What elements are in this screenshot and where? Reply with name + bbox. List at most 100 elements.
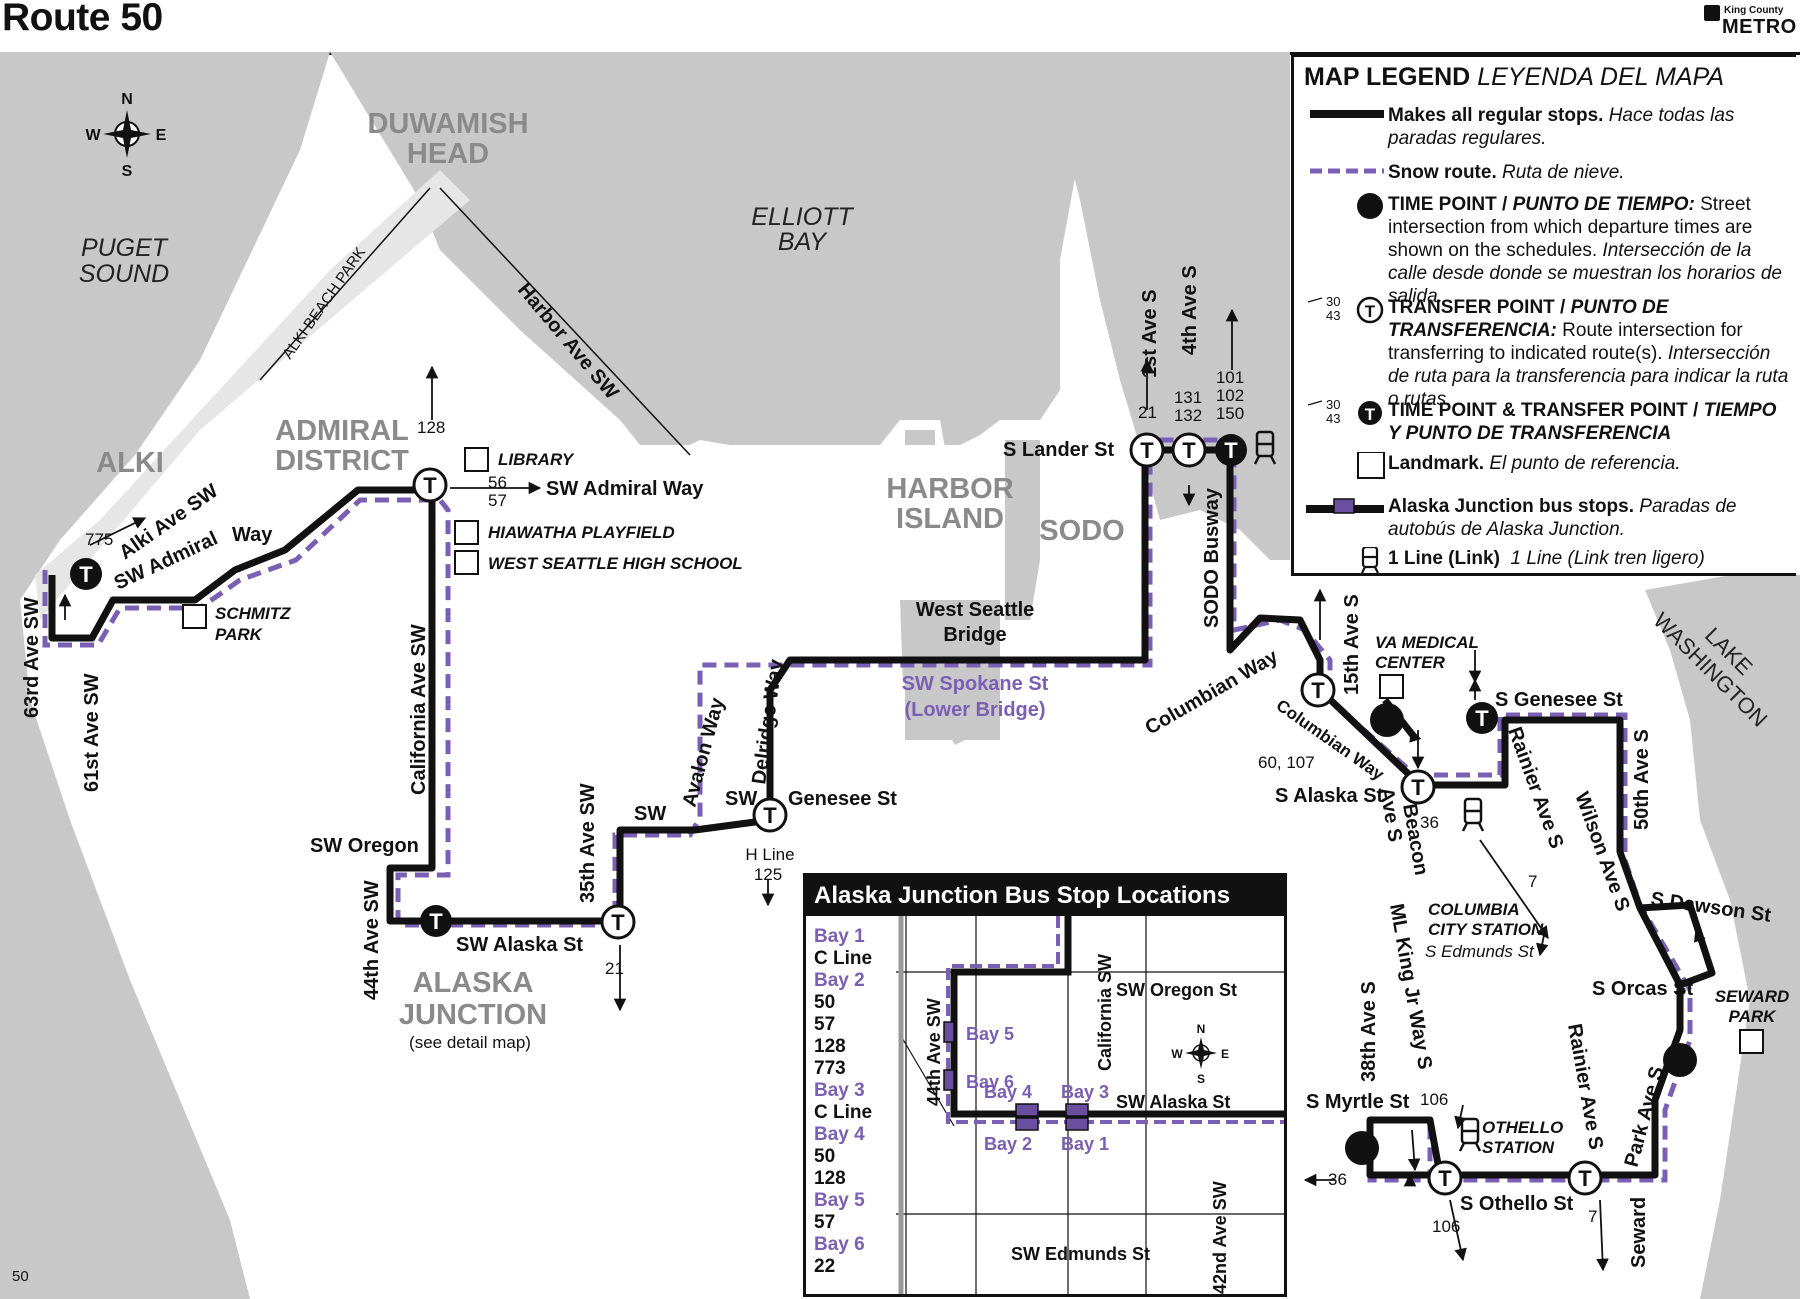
s-genesee-st-label: S Genesee St bbox=[1495, 689, 1623, 711]
train-icon-sodo bbox=[1253, 430, 1277, 465]
puget-sound-water bbox=[0, 52, 330, 1299]
compass-rose-icon: N S W E bbox=[85, 91, 166, 180]
transfer-point-othello-mlk: T bbox=[1427, 1160, 1463, 1196]
transfer-point-1st: T bbox=[1129, 432, 1165, 468]
svg-text:T: T bbox=[1311, 678, 1325, 703]
first-ave-label: 1st Ave S bbox=[1139, 289, 1161, 378]
route-60-107: 60, 107 bbox=[1258, 753, 1315, 772]
svg-text:N: N bbox=[1197, 1022, 1206, 1036]
hiawatha-box bbox=[454, 520, 479, 545]
svg-text:T: T bbox=[1224, 438, 1238, 463]
bay-heading: Bay 1 bbox=[814, 926, 865, 947]
svg-text:T: T bbox=[1411, 775, 1425, 800]
elliott-bay-water bbox=[330, 52, 1100, 448]
route-21-north: 21 bbox=[1138, 403, 1157, 422]
inset-44th-label: 44th Ave SW bbox=[924, 998, 944, 1106]
svg-text:T: T bbox=[1578, 1166, 1592, 1191]
ave-35th-label: 35th Ave SW bbox=[577, 783, 599, 903]
bay-route: C Line bbox=[814, 948, 873, 969]
minor-streets bbox=[259, 187, 691, 456]
seward-park-box bbox=[1739, 1029, 1764, 1054]
inset-bay1 bbox=[1065, 1117, 1089, 1131]
library-box bbox=[464, 447, 489, 472]
route-21-south: 21 bbox=[605, 959, 624, 978]
svg-text:T: T bbox=[1365, 405, 1376, 424]
bay-route: 57 bbox=[814, 1212, 836, 1233]
library-label: LIBRARY bbox=[498, 450, 575, 469]
transfer-point-35th: T bbox=[600, 904, 636, 940]
time-point-seward bbox=[1663, 1043, 1697, 1077]
sw-spokane-label: SW Spokane St(Lower Bridge) bbox=[902, 673, 1049, 721]
sw-oregon-label: SW Oregon bbox=[310, 835, 419, 857]
bay-route: 128 bbox=[814, 1036, 846, 1057]
route-36-west: 36 bbox=[1328, 1170, 1347, 1189]
bay-heading: Bay 2 bbox=[814, 970, 865, 991]
svg-text:T: T bbox=[611, 910, 625, 935]
time-transfer-point-sw-alaska: T bbox=[420, 905, 452, 937]
map-legend: MAP LEGEND LEYENDA DEL MAPA Makes all re… bbox=[1291, 54, 1796, 576]
svg-text:E: E bbox=[1221, 1047, 1229, 1061]
s-myrtle-st-label: S Myrtle St bbox=[1306, 1091, 1410, 1113]
light-rail-icons bbox=[1253, 430, 1485, 1152]
water-bodies bbox=[0, 52, 1800, 1299]
alki-label: ALKI bbox=[96, 447, 164, 479]
bay-heading: Bay 6 bbox=[814, 1234, 865, 1255]
fiftieth-ave-label: 50th Ave S bbox=[1631, 729, 1653, 830]
legend-title: MAP LEGEND LEYENDA DEL MAPA bbox=[1304, 63, 1725, 91]
sodo-busway-label: SODO Busway bbox=[1201, 487, 1223, 628]
svg-text:T: T bbox=[423, 473, 437, 498]
svg-text:T: T bbox=[1365, 302, 1376, 321]
compass-w: W bbox=[85, 127, 101, 144]
bay-route: 50 bbox=[814, 992, 836, 1013]
sw-avalon-label: SW bbox=[634, 803, 666, 825]
duwamish-channel-east bbox=[1005, 440, 1040, 620]
direction-arrows bbox=[58, 308, 1706, 1272]
time-transfer-point-sodo: T bbox=[1215, 434, 1247, 466]
time-transfer-point-s-genesee: T bbox=[1466, 702, 1498, 734]
train-icon-columbia bbox=[1461, 797, 1485, 832]
inset-bay2-label: Bay 2 bbox=[984, 1134, 1032, 1154]
svg-text:S: S bbox=[1197, 1072, 1205, 1086]
time-transfer-point-alki: T bbox=[70, 558, 102, 590]
sodo-label: SODO bbox=[1039, 515, 1124, 547]
s-lander-label: S Lander St bbox=[1003, 439, 1114, 461]
delridge-way-label: Delridge Way bbox=[748, 657, 787, 786]
time-transfer-points[interactable]: T T T T bbox=[70, 434, 1498, 937]
transfer-points[interactable]: T T T T T T T T T bbox=[412, 432, 1603, 1196]
inset-bay5-label: Bay 5 bbox=[966, 1024, 1014, 1044]
svg-text:T: T bbox=[763, 803, 777, 828]
land-shapes bbox=[35, 170, 1030, 745]
ave-63rd-label: 63rd Ave SW bbox=[21, 597, 43, 718]
inset-map: Bay 5 Bay 6 Bay 4 Bay 3 Bay 2 Bay 1 SW O… bbox=[896, 916, 1284, 1294]
rainier-ave2-label: Rainier Ave S bbox=[1563, 1022, 1607, 1151]
route-36-north: 36 bbox=[1420, 813, 1439, 832]
page-number: 50 bbox=[12, 1268, 29, 1285]
harbor-island-land bbox=[855, 445, 945, 745]
time-point-myrtle bbox=[1345, 1131, 1379, 1165]
route-775: 775 bbox=[85, 530, 113, 549]
time-points[interactable] bbox=[1345, 703, 1697, 1165]
elliott-bay-east bbox=[1030, 52, 1290, 560]
inset-bay6-label: Bay 6 bbox=[966, 1072, 1014, 1092]
page-header: Route 50 King County METRO bbox=[0, 0, 1800, 55]
inset-compass-icon: N S W E bbox=[1171, 1022, 1229, 1086]
transfer-point-admiral: T bbox=[412, 467, 448, 503]
columbian-way-label: Columbian Way bbox=[1142, 645, 1283, 739]
svg-text:30: 30 bbox=[1326, 296, 1340, 309]
inset-sw-alaska-label: SW Alaska St bbox=[1116, 1092, 1230, 1112]
bay-route: 57 bbox=[814, 1014, 836, 1035]
transfer-point-genesee: T bbox=[752, 797, 788, 833]
